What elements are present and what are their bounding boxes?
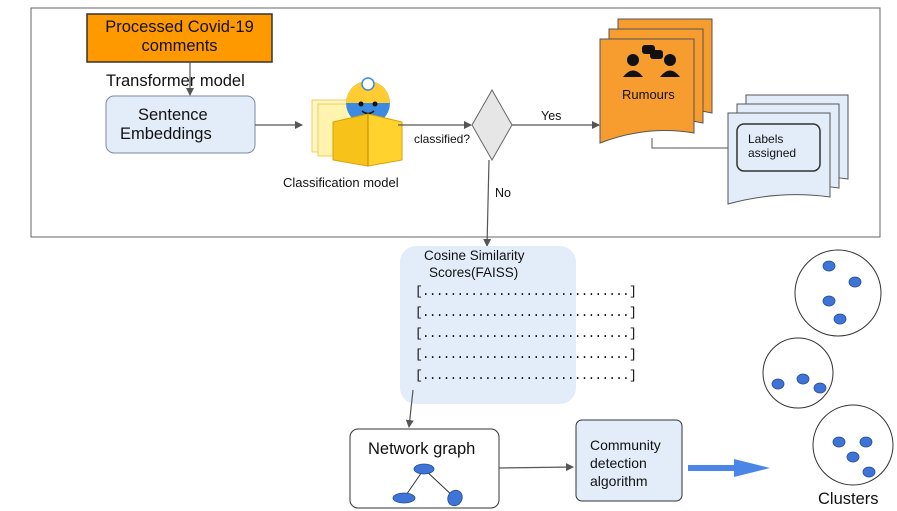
decision-no-label: No [495, 186, 511, 200]
classifier-reading-robot-icon [311, 77, 403, 167]
arrow-cosine-to-network [405, 389, 414, 428]
users-chat-icon [623, 45, 680, 77]
labels-assigned-label: Labels assigned [748, 132, 797, 161]
cosine-score-row: [..............................] [415, 305, 637, 320]
arrow-no [483, 159, 492, 247]
community-box [575, 419, 683, 502]
cosine-score-row: [..............................] [415, 284, 637, 299]
decision-yes-label: Yes [541, 109, 562, 123]
cosine-score-rows: [..............................] [......… [415, 284, 637, 390]
labels-assigned-line1: Labels [748, 132, 784, 146]
network-graph-label: Network graph [368, 440, 476, 458]
rumours-label: Rumours [622, 87, 675, 102]
community-label: Community detection algorithm [590, 436, 661, 491]
labels-assigned-line2: assigned [748, 145, 797, 160]
connector-rumours-labels [651, 138, 734, 149]
input-label-line1: Processed Covid-19 [105, 18, 254, 36]
embeddings-label-line1: Sentence [138, 106, 208, 124]
cosine-title-line2: Scores(FAISS) [429, 265, 519, 280]
input-label-line2: comments [141, 36, 218, 55]
rumours-document-stack [599, 18, 713, 144]
input-label: Processed Covid-19 comments [87, 18, 272, 56]
cluster-1 [794, 249, 882, 337]
cluster-2 [762, 337, 834, 409]
cosine-box [400, 246, 576, 404]
classification-model-label: Classification model [283, 175, 399, 190]
decision-diamond [471, 88, 513, 162]
clusters-label: Clusters [818, 490, 879, 508]
cosine-score-row: [..............................] [415, 347, 637, 362]
cosine-title-line1: Cosine Similarity [424, 248, 525, 263]
decision-question: classified? [414, 132, 471, 146]
transformer-model-label: Transformer model [106, 72, 245, 90]
arrow-network-to-community [498, 463, 574, 472]
network-graph-icon [392, 463, 463, 507]
cosine-score-row: [..............................] [415, 326, 637, 341]
embeddings-label-line2: Embeddings [120, 124, 212, 143]
outer-frame [30, 7, 881, 238]
community-label-line1: Community [590, 437, 661, 453]
labels-assigned-box [736, 123, 821, 172]
cosine-score-row: [..............................] [415, 368, 637, 383]
community-label-line3: algorithm [590, 473, 648, 490]
input-box [86, 13, 273, 63]
arrow-community-to-clusters [688, 459, 770, 477]
community-label-line2: detection [590, 455, 647, 472]
cluster-3 [812, 404, 894, 486]
embeddings-label: Sentence Embeddings [120, 106, 212, 144]
